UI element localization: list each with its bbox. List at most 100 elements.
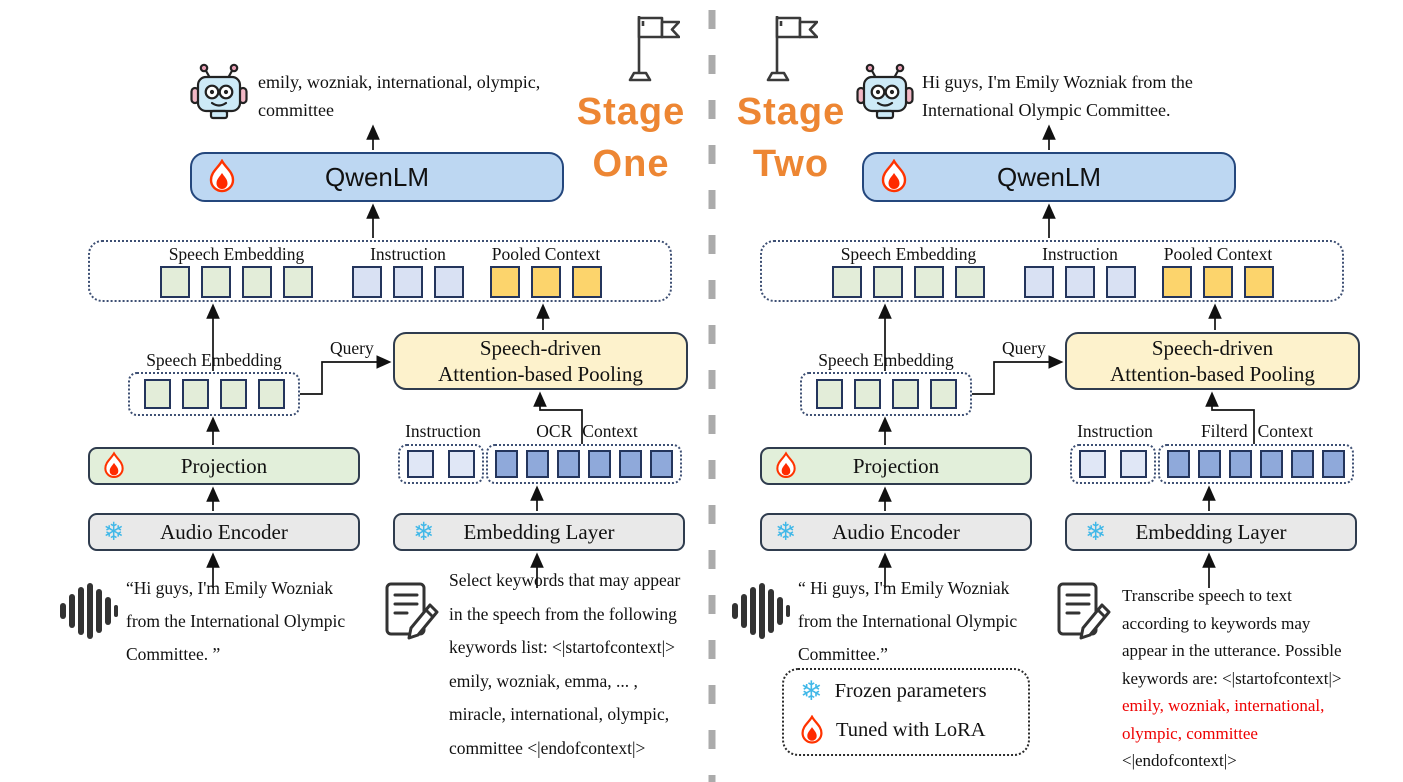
token-square [1322, 450, 1345, 478]
query-label: Query [1002, 338, 1046, 358]
note-icon [1057, 582, 1111, 640]
speech-line: Committee.” [798, 644, 888, 664]
token-square [1167, 450, 1190, 478]
token-square [160, 266, 190, 298]
instruction-prompt-line: miracle, international, olympic, [449, 704, 670, 724]
token-square [434, 266, 464, 298]
fire-icon [208, 159, 236, 195]
audio-encoder-box: ❄ Audio Encoder [88, 513, 360, 551]
token-square [572, 266, 602, 298]
speech-embedding-group: Speech Embedding [160, 244, 313, 298]
qwenlm-label: QwenLM [324, 161, 430, 192]
projection-box: Projection [760, 447, 1032, 485]
instruction-prompt-line-keywords: olympic, committee [1122, 723, 1258, 743]
context-label-word2: Context [1257, 421, 1314, 441]
context-token-box [1158, 444, 1354, 484]
qwenlm-box: QwenLM [190, 152, 564, 202]
filterd-context-label: Filterd Context [1182, 421, 1332, 442]
stage-one-badge: Stage One [566, 86, 696, 190]
token-square [257, 379, 285, 409]
token-square [1229, 450, 1252, 478]
token-square [955, 266, 985, 298]
token-square [619, 450, 642, 478]
attention-pooling-box: Speech-driven Attention-based Pooling [1065, 332, 1360, 390]
fire-icon [880, 159, 908, 195]
instruction-tokens [352, 266, 464, 298]
instruction-prompt-line: according to keywords may [1122, 613, 1311, 633]
speech-embedding-group: Speech Embedding [832, 244, 985, 298]
pooled-context-tokens [1162, 266, 1274, 298]
query-label: Query [330, 338, 374, 358]
speech-embedding-label: Speech Embedding [840, 244, 977, 264]
token-square [393, 266, 423, 298]
pooling-label-line1: Speech-driven [1151, 336, 1274, 360]
speech-input-text: “Hi guys, I'm Emily Wozniak from the Int… [126, 572, 381, 671]
token-square [1260, 450, 1283, 478]
context-token-box [486, 444, 682, 484]
instruction-label: Instruction [1042, 244, 1118, 264]
token-square [1106, 266, 1136, 298]
robot-icon [856, 63, 914, 120]
token-square [219, 379, 247, 409]
token-square [1203, 266, 1233, 298]
legend-tuned-label: Tuned with LoRA [836, 719, 986, 741]
token-square [181, 379, 209, 409]
model-output-text: Hi guys, I'm Emily Wozniak from the Inte… [922, 68, 1262, 124]
fire-icon [800, 715, 824, 746]
token-square [873, 266, 903, 298]
token-square [650, 450, 673, 478]
token-square [143, 379, 171, 409]
token-square [1162, 266, 1192, 298]
projection-label: Projection [180, 453, 268, 478]
token-square [352, 266, 382, 298]
pooled-context-group: Pooled Context [1162, 244, 1274, 298]
stage-two-badge: Stage Two [726, 86, 856, 190]
instruction-prompt-line: <|endofcontext|> [1122, 751, 1237, 770]
token-square [490, 266, 520, 298]
instruction-label: Instruction [405, 421, 481, 441]
output-line: International Olympic Committee. [922, 100, 1171, 120]
stage-one-line1: Stage [576, 91, 686, 133]
embedding-layer-box: ❄ Embedding Layer [1065, 513, 1357, 551]
pooling-label-line2: Attention-based Pooling [438, 362, 643, 386]
token-square [1244, 266, 1274, 298]
instruction-prompt-line: appear in the utterance. Possible [1122, 641, 1342, 660]
token-square [1065, 266, 1095, 298]
projection-box: Projection [88, 447, 360, 485]
robot-icon [190, 63, 248, 120]
token-square [283, 266, 313, 298]
speech-line: from the International Olympic [126, 611, 346, 631]
instruction-prompt-text: Transcribe speech to text according to k… [1122, 582, 1402, 775]
note-icon [385, 582, 439, 640]
token-square [832, 266, 862, 298]
instruction-token-box [398, 444, 484, 484]
embedding-layer-box: ❄ Embedding Layer [393, 513, 685, 551]
token-square [407, 450, 434, 478]
speech-embedding-label: Speech Embedding [146, 350, 282, 370]
pooled-context-label: Pooled Context [491, 244, 601, 264]
pooled-context-label: Pooled Context [1163, 244, 1273, 264]
context-label-word1: OCR [536, 421, 573, 441]
output-line: committee [258, 100, 334, 120]
token-square [531, 266, 561, 298]
speech-embedding-tokens [160, 266, 313, 298]
legend-frozen-row: ❄ Frozen parameters [800, 678, 1028, 705]
instruction-prompt-line: keywords list: <|startofcontext|> [449, 637, 676, 657]
speech-line: “ Hi guys, I'm Emily Wozniak [798, 578, 1010, 598]
token-square [1024, 266, 1054, 298]
speech-embedding-label: Speech Embedding [168, 244, 305, 264]
speech-embedding-box [128, 372, 300, 416]
instruction-group: Instruction [1024, 244, 1136, 298]
instruction-group: Instruction [352, 244, 464, 298]
context-label-word2: Context [582, 421, 638, 441]
waveform-icon [732, 583, 790, 639]
token-square [853, 379, 881, 409]
instruction-prompt-line-keywords: emily, wozniak, international, [1122, 696, 1325, 715]
token-square [448, 450, 475, 478]
instruction-label: Instruction [370, 244, 446, 264]
instruction-prompt-line: Transcribe speech to text [1122, 586, 1292, 605]
token-square [929, 379, 957, 409]
flag-icon [766, 16, 818, 82]
qwenlm-box: QwenLM [862, 152, 1236, 202]
token-square [557, 450, 580, 478]
